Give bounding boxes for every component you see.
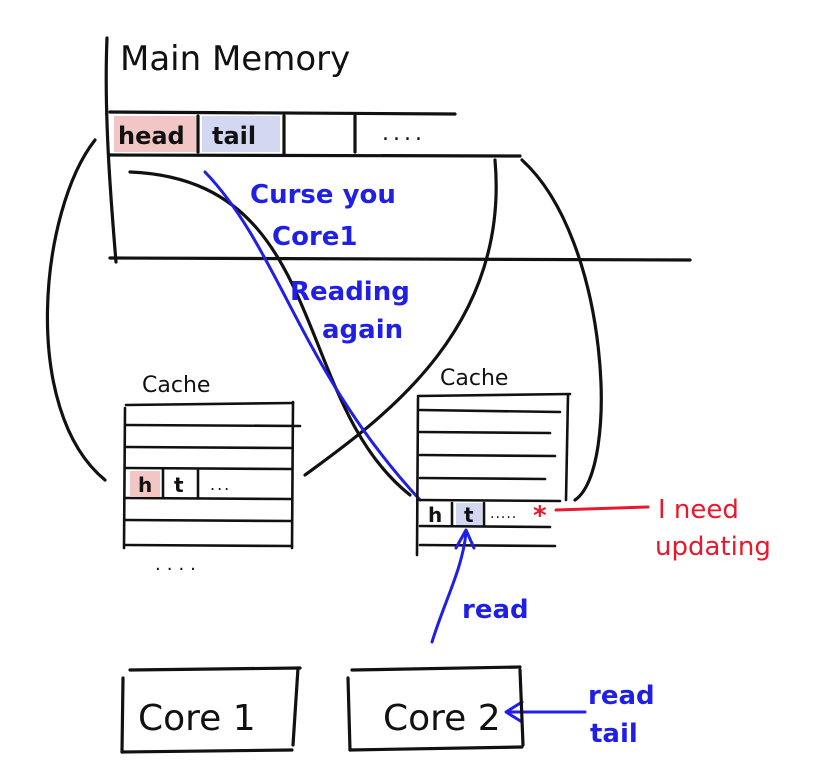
memory-head-label: head — [118, 122, 185, 150]
core1-top — [128, 666, 302, 672]
main-memory-title: Main Memory — [120, 39, 350, 79]
cache1-line-1 — [124, 401, 295, 407]
curve-cache1-to-memory — [303, 158, 498, 477]
cache2-h-label: h — [428, 503, 442, 527]
cache-core2-label: Cache — [440, 366, 508, 391]
core-1: Core 1 — [120, 666, 302, 754]
annotation-updating: updating — [655, 532, 771, 562]
cache2-cell-ellipsis: ..... — [490, 506, 517, 522]
annotation-again: again — [322, 315, 403, 345]
annotation-read: read — [462, 595, 529, 625]
annotation-curse-you: Curse you — [250, 180, 396, 210]
cache-core1: Cache h t ... .... — [122, 373, 302, 575]
connection-curves — [45, 138, 603, 502]
cache2-t-label: t — [464, 503, 474, 527]
cache1-cell-ellipsis: ... — [210, 475, 231, 494]
curve-core2-outer — [520, 158, 603, 502]
memory-tail-slot — [202, 116, 280, 152]
annotation-i-need: I need — [658, 495, 739, 525]
annotations: Curse you Core1 Reading again I need upd… — [250, 180, 771, 749]
cache1-line-3 — [124, 445, 294, 450]
cache2-line-7 — [418, 524, 552, 529]
cache-core1-label: Cache — [142, 373, 210, 398]
curve-memory-to-cache2 — [128, 170, 412, 497]
cache-core2: Cache h t ..... * — [415, 366, 572, 557]
cache2-line-3 — [418, 430, 552, 435]
cache2-left-border — [415, 396, 420, 557]
main-memory-bottom-border — [108, 256, 692, 262]
cache1-right-border — [290, 400, 295, 550]
cache2-line-8 — [418, 543, 557, 548]
memory-row-bottom-line — [108, 153, 522, 158]
read-arrow — [430, 531, 468, 644]
cache2-line-1 — [416, 392, 572, 398]
cache1-h-label: h — [138, 473, 152, 497]
cache1-line-6 — [124, 518, 294, 523]
core1-left — [120, 676, 125, 754]
cache2-line-4 — [418, 453, 557, 458]
core2-left — [346, 676, 352, 752]
annotation-read-tail-2: tail — [590, 719, 638, 749]
cache1-t-label: t — [174, 473, 184, 497]
main-memory-left-border — [104, 36, 118, 264]
core-2: Core 2 — [346, 665, 525, 752]
main-memory: Main Memory head tail .... — [104, 36, 692, 264]
cache1-line-7 — [124, 543, 294, 548]
cache1-left-border — [122, 406, 127, 550]
annotation-read-tail-1: read — [588, 681, 655, 711]
read-arrow-head — [454, 528, 476, 550]
red-pointer-line — [554, 505, 650, 512]
cache2-line-5 — [418, 476, 547, 481]
core1-label: Core 1 — [138, 698, 256, 739]
annotation-core1: Core1 — [272, 222, 358, 252]
cache2-red-marker: * — [533, 501, 547, 531]
cache2-line-6 — [418, 498, 562, 503]
memory-ellipsis: .... — [382, 121, 426, 146]
annotation-reading: Reading — [290, 277, 410, 307]
core1-right — [291, 666, 300, 747]
core2-label: Core 2 — [383, 698, 501, 739]
memory-row-top-line — [108, 110, 457, 116]
memory-head-slot — [114, 116, 196, 152]
cache1-more-ellipsis: .... — [155, 554, 202, 575]
cache2-line-2 — [418, 408, 562, 414]
core2-bottom — [348, 745, 524, 752]
cache1-line-5 — [124, 496, 294, 501]
curve-left-cache — [45, 138, 107, 482]
cache2-right-border — [564, 393, 570, 502]
read-tail-arrow-head — [504, 700, 524, 724]
memory-tail-label: tail — [212, 122, 256, 150]
core1-bottom — [120, 748, 294, 754]
core2-top — [350, 665, 522, 672]
core2-right — [518, 668, 525, 747]
blue-reading-line — [203, 170, 422, 502]
cache2-t-cell — [456, 503, 482, 525]
cache1-h-cell — [130, 471, 160, 497]
cache1-line-4 — [124, 466, 294, 471]
cache1-line-2 — [124, 423, 302, 428]
